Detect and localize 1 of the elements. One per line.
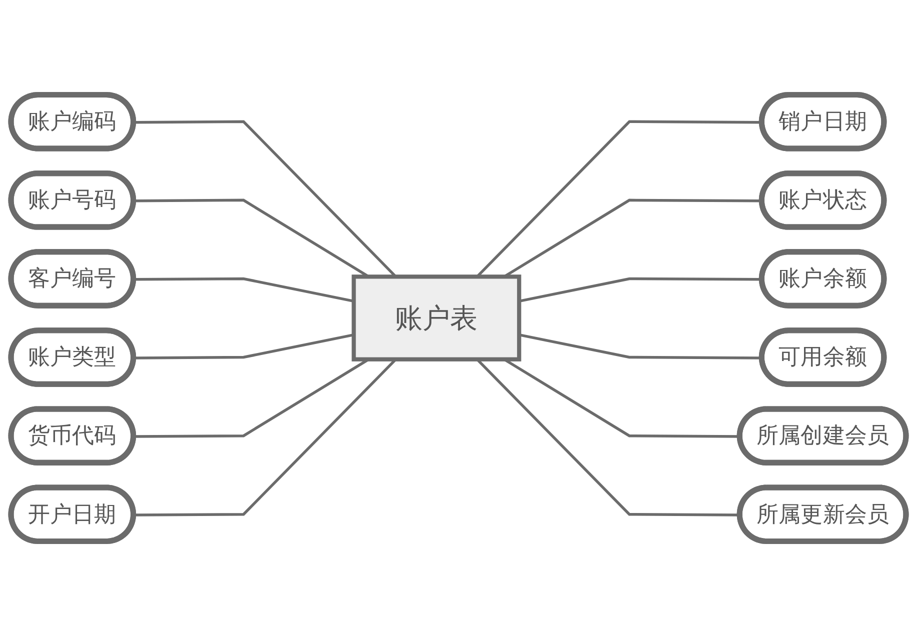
node-box: 账户表 — [352, 274, 522, 362]
